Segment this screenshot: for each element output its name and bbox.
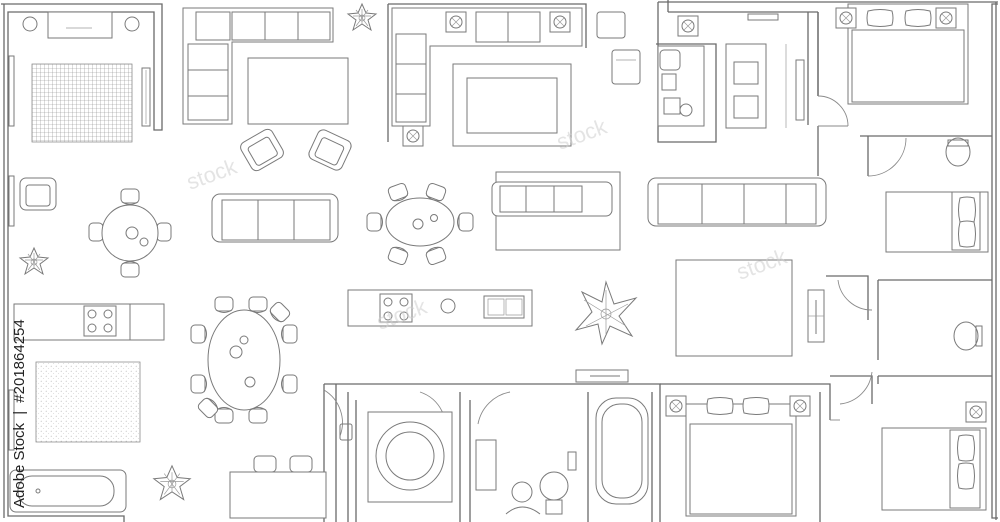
kitchen-counter-left bbox=[14, 304, 164, 340]
left-windows bbox=[9, 56, 14, 450]
right-bath-bed bbox=[860, 136, 992, 252]
living-room-center bbox=[388, 4, 640, 147]
laundry-room bbox=[368, 412, 452, 502]
armchair bbox=[19, 177, 57, 211]
dining-table-oval bbox=[366, 181, 474, 267]
bedroom-top-right bbox=[818, 4, 968, 176]
stock-id-label: Adobe Stock | #201864254 bbox=[11, 319, 28, 508]
bar-counter bbox=[230, 424, 352, 518]
svg-text:stock: stock bbox=[553, 113, 611, 154]
dotted-rug bbox=[36, 362, 140, 442]
living-room-left bbox=[183, 3, 377, 174]
bathtub-left bbox=[10, 470, 126, 512]
svg-text:stock: stock bbox=[733, 243, 791, 284]
top-left-room bbox=[23, 12, 150, 142]
plant bbox=[19, 247, 49, 275]
plant bbox=[153, 465, 191, 501]
kitchen-island bbox=[348, 290, 532, 326]
dining-table-round bbox=[88, 188, 172, 278]
bathroom-bottom bbox=[476, 370, 648, 514]
center-sofas bbox=[212, 172, 826, 250]
large-plant bbox=[575, 281, 637, 345]
bedroom-bottom-right bbox=[882, 401, 987, 510]
svg-text:stock: stock bbox=[183, 153, 241, 194]
study-room bbox=[656, 12, 818, 142]
bedroom-bottom-center bbox=[665, 395, 811, 516]
middle-right bbox=[676, 260, 992, 360]
dining-table-oval-large bbox=[190, 296, 298, 424]
bottom-walls bbox=[324, 372, 992, 522]
